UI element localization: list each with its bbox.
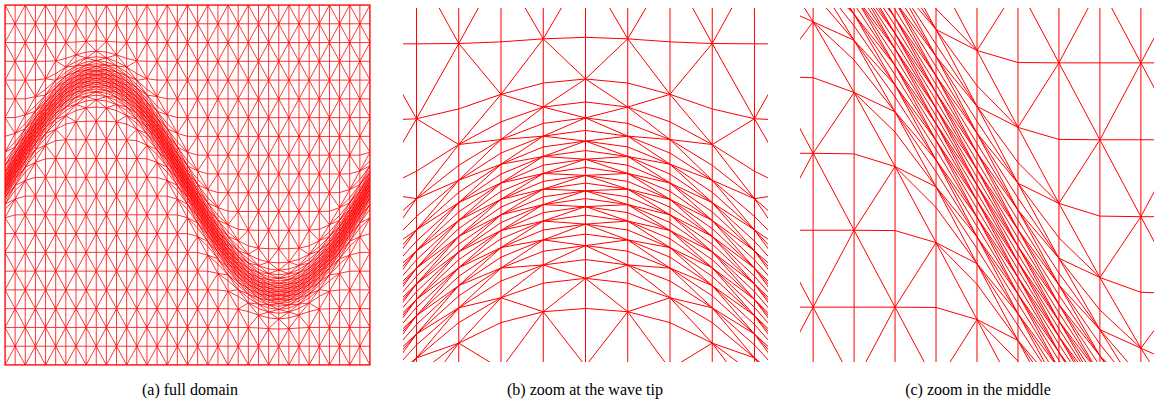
triangle-mesh: [5, 5, 370, 365]
mesh-panel: [800, 8, 1154, 362]
mesh-panel: [5, 5, 370, 365]
triangle-mesh: [403, 8, 768, 362]
domain-border: [5, 5, 370, 365]
subfigure-caption: (b) zoom at the wave tip: [505, 381, 665, 399]
subfigure-caption: (c) zoom in the middle: [903, 381, 1053, 399]
mesh-panel: [403, 8, 768, 362]
triangle-mesh: [800, 8, 1154, 362]
subfigure-caption: (a) full domain: [140, 381, 240, 399]
